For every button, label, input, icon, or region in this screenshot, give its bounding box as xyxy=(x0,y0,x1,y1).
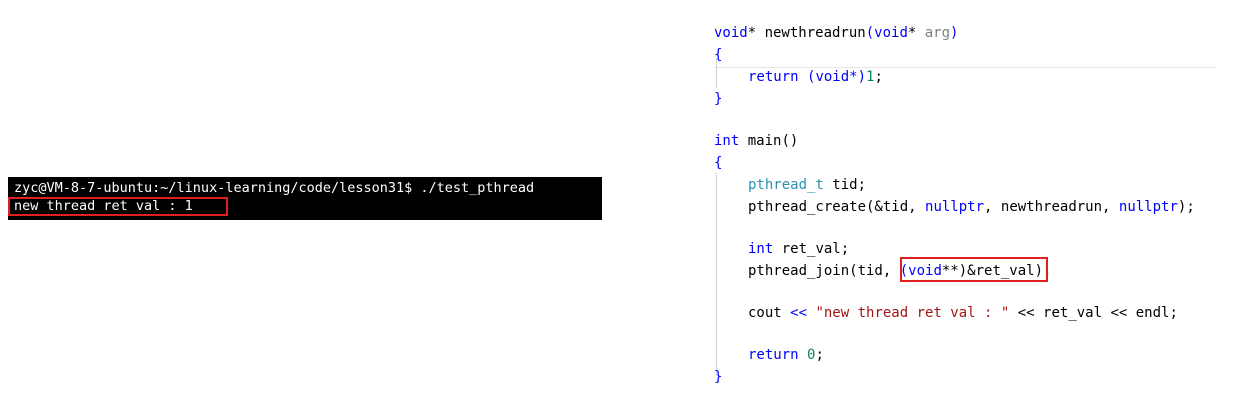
code-line-1: void* newthreadrun(void* arg) xyxy=(714,25,959,41)
code-line-3: return (void*)1; xyxy=(748,69,883,85)
code-line-11: cout << "new thread ret val : " << ret_v… xyxy=(748,305,1178,321)
code-line-4: } xyxy=(714,91,723,107)
current-line-indicator xyxy=(714,67,1217,68)
code-line-2: { xyxy=(714,47,723,63)
code-line-13: } xyxy=(714,369,723,385)
terminal-output-highlight-box xyxy=(8,197,228,216)
code-line-9: int ret_val; xyxy=(748,241,850,257)
code-line-7: pthread_t tid; xyxy=(748,177,867,193)
terminal-window[interactable]: zyc@VM-8-7-ubuntu:~/linux-learning/code/… xyxy=(8,177,602,220)
indent-guide xyxy=(716,173,717,376)
indent-guide xyxy=(716,58,717,88)
terminal-command-line: zyc@VM-8-7-ubuntu:~/linux-learning/code/… xyxy=(14,180,535,196)
code-line-12: return 0; xyxy=(748,347,824,363)
code-line-6: { xyxy=(714,155,723,171)
code-cast-highlight-box xyxy=(900,257,1048,282)
terminal-output-line: new thread ret val : 1 xyxy=(14,198,193,214)
code-line-5: int main() xyxy=(714,133,799,149)
code-line-10: pthread_join(tid, (void**)&ret_val); xyxy=(748,263,1052,279)
code-line-8: pthread_create(&tid, nullptr, newthreadr… xyxy=(748,199,1195,215)
